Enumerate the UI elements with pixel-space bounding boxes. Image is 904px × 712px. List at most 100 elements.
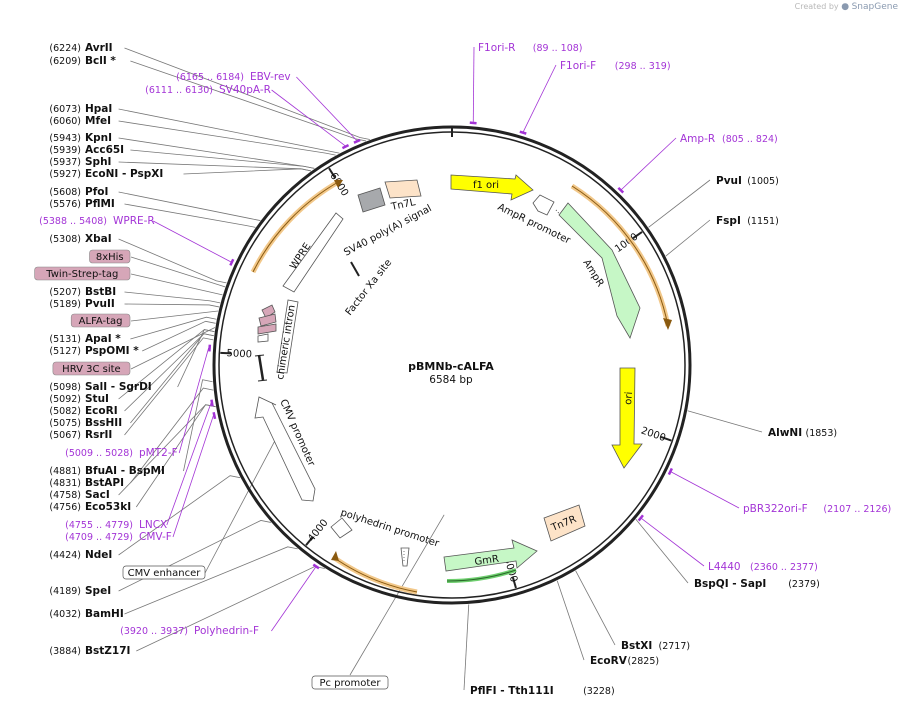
cmv-promoter-feature: [254, 396, 316, 502]
enzyme-position: (6209): [49, 56, 81, 67]
enzyme-leader-line: [635, 519, 689, 584]
primer-binding-marks: [208, 121, 673, 570]
primer-leader-line: [166, 403, 212, 526]
primer-name: L4440: [708, 561, 741, 573]
plasmid-name: pBMNb-cALFA: [408, 360, 494, 373]
ruler-tick: [632, 231, 643, 240]
ruler-tick: [328, 167, 336, 179]
enzyme-position: (5098): [49, 382, 81, 393]
plasmid-length: 6584 bp: [429, 374, 473, 386]
ruler-tick: [511, 577, 517, 589]
enzyme-position: (4881): [49, 466, 81, 477]
tag-box-label: ALFA-tag: [79, 316, 123, 327]
enzyme-leader-line: [124, 291, 221, 304]
wpre-outer-arrowhead: [334, 180, 343, 188]
primer-name: pBR322ori-F: [743, 503, 808, 515]
enzyme-name: KpnI: [85, 132, 112, 144]
site-labels: (6224)AvrII(6209)BclI *(6073)HpaI(6060)M…: [34, 42, 891, 697]
tn7l-label: Tn7L: [389, 197, 417, 213]
gmr-feature: [443, 539, 538, 572]
primer-mark: [617, 186, 625, 194]
enzyme-name: AvrII: [85, 42, 113, 54]
enzyme-position: (1853): [806, 428, 838, 439]
tag-leader-line: [130, 310, 219, 322]
primer-position: (2360 .. 2377): [750, 562, 818, 573]
enzyme-position: (5075): [49, 418, 81, 429]
enzyme-name: NdeI: [85, 549, 112, 561]
enzyme-name: FspI: [716, 215, 741, 227]
credit-brand: SnapGene: [851, 2, 898, 12]
ori-feature: [611, 367, 643, 469]
enzyme-name: PvuI: [716, 175, 742, 187]
enzyme-name: BstZ17I: [85, 645, 130, 657]
primer-position: (89 .. 108): [533, 43, 583, 54]
outline-box: [311, 675, 389, 690]
enzyme-position: (5189): [49, 299, 81, 310]
primer-position: (5009 .. 5028): [65, 448, 133, 459]
f1-ori-feature: [450, 174, 534, 201]
outline-box-label: Pc promoter: [319, 678, 381, 689]
enzyme-name: AlwNI: [768, 427, 802, 439]
primer-name: CMV-F: [139, 531, 172, 543]
leader-lines: [118, 46, 763, 691]
enzyme-position: (3228): [583, 686, 615, 697]
enzyme-name: BamHI: [85, 608, 124, 620]
ori-label: ori: [623, 391, 635, 405]
enzyme-name: EcoRV: [590, 655, 628, 667]
enzyme-position: (5067): [49, 430, 81, 441]
enzyme-position: (2825): [628, 656, 660, 667]
polyhedrin-promoter-feature: [330, 517, 353, 539]
factor-xa-mark: [254, 354, 268, 382]
enzyme-name: PflFI - Tth111I: [470, 685, 554, 697]
enzyme-leader-line: [130, 149, 315, 169]
enzyme-position: (1005): [747, 176, 779, 187]
ampr-label: AmpR: [580, 258, 605, 289]
ruler-tick-label: 2000: [639, 425, 667, 444]
primer-leader-line: [296, 76, 357, 141]
tag-box: [89, 249, 131, 264]
ruler-tick: [660, 436, 672, 442]
enzyme-position: (6073): [49, 104, 81, 115]
feature-leader-line: [349, 514, 445, 676]
enzyme-leader-line: [575, 570, 616, 646]
primer-leader-line: [172, 415, 214, 538]
primer-leader-line: [178, 347, 209, 454]
enzyme-position: (4758): [49, 490, 81, 501]
enzyme-name: EcoRI: [85, 405, 118, 417]
primer-position: (6111 .. 6130): [145, 85, 213, 96]
enzyme-leader-line: [556, 580, 585, 661]
sv40-polya-feature: [357, 187, 386, 213]
enzyme-name: BssHII: [85, 417, 122, 429]
enzyme-leader-line: [118, 475, 241, 556]
tag-box: [70, 313, 131, 328]
enzyme-position: (4756): [49, 502, 81, 513]
primer-leader-line: [522, 64, 557, 132]
tag-leader-line: [130, 256, 226, 288]
tn7r-feature: [543, 504, 586, 542]
tag-box-label: 8xHis: [96, 252, 124, 263]
enzyme-leader-line: [130, 387, 214, 484]
primer-mark: [519, 130, 527, 135]
primer-name: WPRE-R: [113, 215, 155, 227]
primer-position: (4709 .. 4729): [65, 532, 133, 543]
enzyme-leader-line: [124, 47, 370, 140]
tag-box-label: HRV 3C site: [62, 364, 121, 375]
gmr-label: GmR: [474, 554, 500, 568]
enzyme-position: (5127): [49, 346, 81, 357]
primer-mark: [229, 258, 235, 266]
enzyme-position: (5082): [49, 406, 81, 417]
enzyme-position: (5308): [49, 234, 81, 245]
primer-mark: [212, 411, 217, 420]
polyhedrin-promoter-label: polyhedrin promoter: [339, 507, 441, 550]
ruler-tick-label: 5000: [226, 348, 252, 360]
enzyme-position: (5927): [49, 169, 81, 180]
enzyme-name: BclI *: [85, 55, 116, 67]
pc-promoter-glyph: [400, 547, 410, 567]
enzyme-position: (5943): [49, 133, 81, 144]
enzyme-position: (3884): [49, 646, 81, 657]
primer-name: Amp-R: [680, 133, 715, 145]
enzyme-leader-line: [118, 238, 227, 284]
enzyme-position: (5092): [49, 394, 81, 405]
enzyme-leader-line: [183, 168, 312, 175]
